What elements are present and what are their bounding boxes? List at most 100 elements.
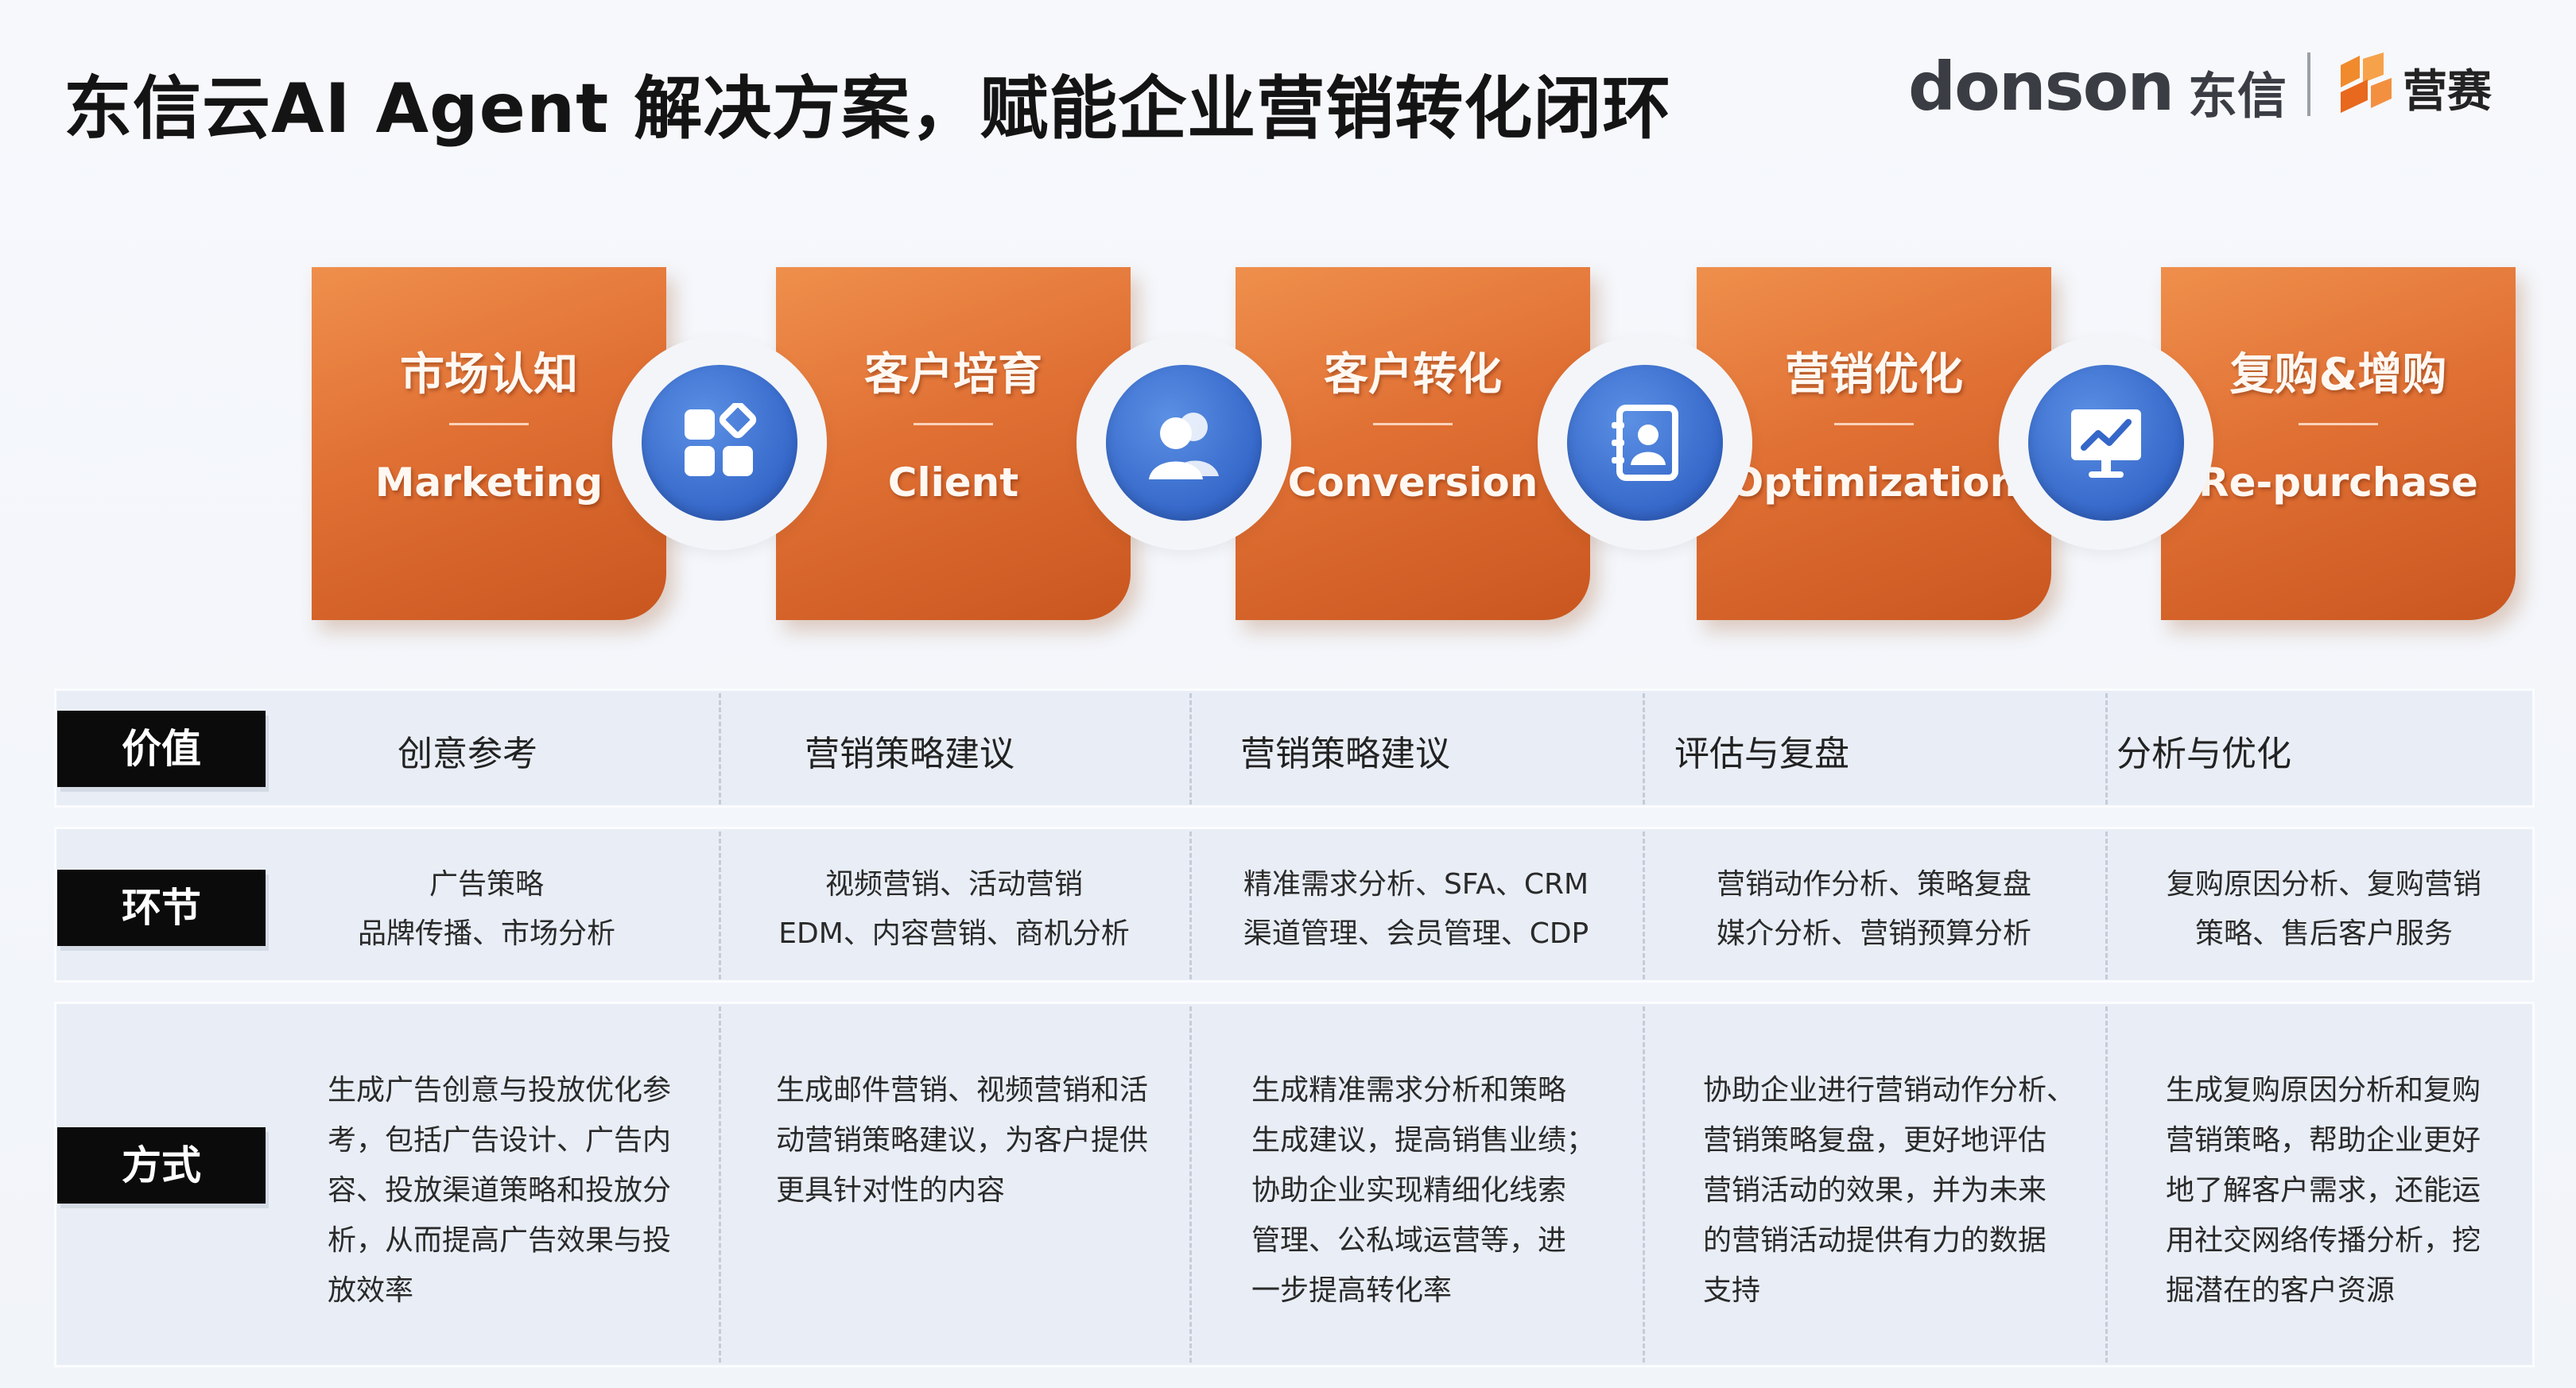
dongxin-logo-text: 东信 <box>2188 67 2287 125</box>
link-cell-line: 视频营销、活动营销 <box>824 868 1083 901</box>
stage-card-optimization: 营销优化 Optimization <box>1697 267 2051 620</box>
link-cell-line: 复购原因分析、复购营销 <box>2166 868 2481 901</box>
value-cell: 营销策略建议 <box>805 734 1014 774</box>
link-cell-line: 策略、售后客户服务 <box>2194 917 2453 950</box>
row-label-link: 环节 <box>57 870 266 946</box>
stage-title-cn: 客户培育 <box>864 349 1042 401</box>
connector-circle <box>1077 335 1291 550</box>
value-cell: 创意参考 <box>398 734 537 774</box>
method-cell: 协助企业进行营销动作分析、 营销策略复盘，更好地评估 营销活动的效果，并为未来 … <box>1703 1065 2075 1316</box>
logo-divider <box>2307 52 2310 116</box>
stage-title-en: Marketing <box>374 459 603 506</box>
link-cell: 营销动作分析、策略复盘 媒介分析、营销预算分析 <box>1658 860 2089 959</box>
stage-title-cn: 营销优化 <box>1785 349 1963 401</box>
method-cell-line: 地了解客户需求，还能运 <box>2166 1174 2481 1207</box>
link-cell: 视频营销、活动营销 EDM、内容营销、商机分析 <box>735 860 1174 959</box>
link-row <box>54 827 2535 983</box>
link-cell-line: 品牌传播、市场分析 <box>357 917 615 950</box>
method-cell-line: 一步提高转化率 <box>1251 1274 1453 1307</box>
connector-badge <box>1567 365 1723 521</box>
stage-card-marketing: 市场认知 Marketing <box>312 267 666 620</box>
link-cell-line: 媒介分析、营销预算分析 <box>1716 917 2031 950</box>
yingsai-logo-icon <box>2341 52 2392 113</box>
stage-divider <box>1834 423 1914 425</box>
yingsai-logo-text: 营赛 <box>2403 66 2492 118</box>
column-separator <box>719 693 721 804</box>
value-cell: 营销策略建议 <box>1240 734 1450 774</box>
connector-badge <box>1106 365 1262 521</box>
link-cell: 精准需求分析、SFA、CRM 渠道管理、会员管理、CDP <box>1205 860 1627 959</box>
method-cell-line: 生成邮件营销、视频营销和活 <box>776 1074 1149 1107</box>
link-cell-line: 营销动作分析、策略复盘 <box>1716 868 2031 901</box>
column-separator <box>1643 1006 1645 1363</box>
column-separator <box>2105 693 2108 804</box>
trend-chart-icon <box>2071 409 2141 478</box>
method-cell-line: 放效率 <box>328 1274 414 1307</box>
method-cell-line: 管理、公私域运营等，进 <box>1251 1224 1567 1257</box>
column-separator <box>1189 693 1192 804</box>
row-label-method: 方式 <box>57 1127 266 1204</box>
stage-divider <box>914 423 993 425</box>
stage-title-en: Optimization <box>1729 459 2019 506</box>
column-separator <box>1643 693 1645 804</box>
link-cell-line: 精准需求分析、SFA、CRM <box>1243 868 1589 901</box>
method-cell-line: 动营销策略建议，为客户提供 <box>776 1124 1149 1157</box>
method-cell-line: 生成复购原因分析和复购 <box>2166 1074 2481 1107</box>
method-cell-line: 生成建议，提高销售业绩； <box>1251 1124 1596 1157</box>
stage-title-en: Conversion <box>1287 459 1538 506</box>
stage-title-cn: 复购&增购 <box>2229 349 2447 401</box>
connector-badge <box>642 365 797 521</box>
stage-card-repurchase: 复购&增购 Re-purchase <box>2161 267 2516 620</box>
method-cell: 生成广告创意与投放优化参 考，包括广告设计、广告内 容、投放渠道策略和投放分 析… <box>328 1065 671 1316</box>
method-cell-line: 的营销活动提供有力的数据 <box>1703 1224 2047 1257</box>
column-separator <box>719 1006 721 1363</box>
apps-grid-icon <box>685 403 757 476</box>
connector-circle <box>1999 335 2213 550</box>
method-cell: 生成精准需求分析和策略 生成建议，提高销售业绩； 协助企业实现精细化线索 管理、… <box>1251 1065 1595 1316</box>
method-cell: 生成复购原因分析和复购 营销策略，帮助企业更好 地了解客户需求，还能运 用社交网… <box>2166 1065 2481 1316</box>
column-separator <box>719 832 721 979</box>
link-cell: 广告策略 品牌传播、市场分析 <box>270 860 703 959</box>
stage-card-client: 客户培育 Client <box>776 267 1131 620</box>
method-cell-line: 容、投放渠道策略和投放分 <box>328 1174 672 1207</box>
value-row <box>54 688 2535 808</box>
method-cell-line: 营销策略，帮助企业更好 <box>2166 1124 2481 1157</box>
column-separator <box>1189 1006 1192 1363</box>
method-cell: 生成邮件营销、视频营销和活 动营销策略建议，为客户提供 更具针对性的内容 <box>776 1065 1148 1215</box>
method-cell-line: 营销策略复盘，更好地评估 <box>1703 1124 2047 1157</box>
donson-logo: donson <box>1908 48 2174 126</box>
link-cell: 复购原因分析、复购营销 策略、售后客户服务 <box>2121 860 2527 959</box>
stage-divider <box>1373 423 1453 425</box>
method-cell-line: 掘潜在的客户资源 <box>2166 1274 2396 1307</box>
contact-book-icon <box>1612 405 1678 481</box>
method-cell-line: 用社交网络传播分析，挖 <box>2166 1224 2481 1257</box>
stage-divider <box>2299 423 2378 425</box>
column-separator <box>1189 832 1192 979</box>
users-icon <box>1149 413 1219 479</box>
link-cell-line: EDM、内容营销、商机分析 <box>778 917 1130 950</box>
column-separator <box>1643 832 1645 979</box>
method-cell-line: 考，包括广告设计、广告内 <box>328 1124 672 1157</box>
stage-title-cn: 市场认知 <box>400 349 578 401</box>
method-cell-line: 协助企业实现精细化线索 <box>1251 1174 1567 1207</box>
method-cell-line: 支持 <box>1703 1274 1761 1307</box>
method-cell-line: 生成精准需求分析和策略 <box>1251 1074 1567 1107</box>
method-row <box>54 1002 2535 1367</box>
link-cell-line: 广告策略 <box>429 868 544 901</box>
connector-circle <box>612 335 827 550</box>
row-label-value: 价值 <box>57 711 266 787</box>
page-title: 东信云AI Agent 解决方案，赋能企业营销转化闭环 <box>64 69 1672 149</box>
stage-title-en: Re-purchase <box>2198 459 2478 506</box>
column-separator <box>2105 832 2108 979</box>
link-cell-line: 渠道管理、会员管理、CDP <box>1243 917 1589 950</box>
connector-circle <box>1538 335 1752 550</box>
method-cell-line: 营销活动的效果，并为未来 <box>1703 1174 2047 1207</box>
stage-card-conversion: 客户转化 Conversion <box>1236 267 1590 620</box>
stage-title-cn: 客户转化 <box>1324 349 1502 401</box>
connector-badge <box>2028 365 2184 521</box>
method-cell-line: 析，从而提高广告效果与投 <box>328 1224 672 1257</box>
method-cell-line: 协助企业进行营销动作分析、 <box>1703 1074 2076 1107</box>
value-cell: 评估与复盘 <box>1674 734 1849 774</box>
method-cell-line: 生成广告创意与投放优化参 <box>328 1074 672 1107</box>
value-cell: 分析与优化 <box>2116 734 2291 774</box>
